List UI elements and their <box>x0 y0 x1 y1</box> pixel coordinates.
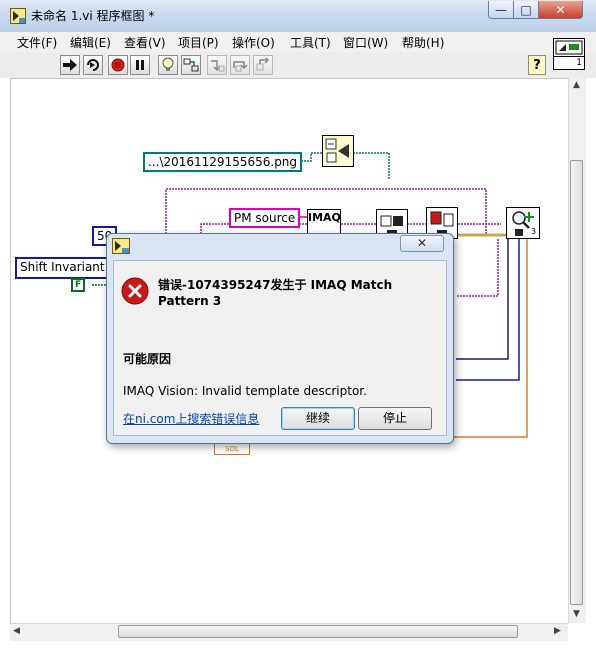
context-help-button[interactable]: ? <box>528 55 546 75</box>
abort-button[interactable] <box>108 55 128 75</box>
vertical-scroll-thumb[interactable] <box>570 160 583 605</box>
orange-wire <box>454 239 528 438</box>
window-title: 未命名 1.vi 程序框图 * <box>31 9 155 23</box>
node-version-label: 3 <box>531 227 537 236</box>
enum-wire <box>456 239 520 381</box>
step-into-icon <box>211 60 225 72</box>
abort-icon <box>111 58 125 72</box>
scroll-up-icon[interactable]: ▲ <box>573 80 580 90</box>
dialog-close-button[interactable]: ✕ <box>400 235 444 252</box>
maximize-button[interactable]: □ <box>513 1 539 19</box>
connector-pane[interactable]: 1 <box>553 56 585 70</box>
path-constant[interactable]: ...\20161129155656.png <box>143 152 303 172</box>
menu-project[interactable]: 项目(P) <box>178 36 219 50</box>
step-over-button[interactable] <box>230 55 250 75</box>
path-constant-value: ...\20161129155656.png <box>148 155 298 169</box>
dark-wire <box>456 239 509 360</box>
error-detail: IMAQ Vision: Invalid template descriptor… <box>123 384 367 398</box>
close-window-button[interactable]: ✕ <box>538 1 583 19</box>
path-wire <box>295 152 390 179</box>
pause-icon <box>136 60 144 70</box>
step-over-icon <box>233 61 248 72</box>
scroll-right-icon[interactable]: ▶ <box>554 626 561 636</box>
image-wire-right <box>456 239 499 297</box>
minimize-button[interactable]: — <box>488 1 514 19</box>
step-out-button[interactable] <box>253 55 273 75</box>
imaq-node-label: IMAQ <box>308 211 341 224</box>
highlight-execution-button[interactable] <box>158 55 178 75</box>
string-constant[interactable]: PM source <box>229 208 301 228</box>
pause-button[interactable] <box>130 55 150 75</box>
orange-subvi-node[interactable]: SOL <box>214 443 250 455</box>
possible-cause-header: 可能原因 <box>123 352 172 366</box>
step-out-icon <box>256 58 270 71</box>
dialog-app-icon <box>112 238 130 254</box>
menu-tools[interactable]: 工具(T) <box>290 36 331 50</box>
menu-view[interactable]: 查看(V) <box>124 36 166 50</box>
imaq-match-pattern-node[interactable]: 3 <box>506 207 540 239</box>
menu-file[interactable]: 文件(F) <box>17 36 58 50</box>
imaq-read-file-node[interactable] <box>322 135 354 167</box>
run-button[interactable] <box>60 55 80 75</box>
read-file-icon <box>325 138 349 163</box>
menu-bar: 文件(F) 编辑(E) 查看(V) 项目(P) 操作(O) 工具(T) 窗口(W… <box>0 32 596 52</box>
menu-operate[interactable]: 操作(O) <box>232 36 275 50</box>
error-icon <box>121 277 149 305</box>
enum-constant[interactable]: Shift Invariant ▼ <box>15 257 121 279</box>
run-continuously-icon <box>87 59 99 71</box>
boolean-constant[interactable]: F <box>71 278 86 292</box>
retain-wire-values-icon <box>183 58 199 72</box>
horizontal-scroll-thumb[interactable] <box>118 625 518 638</box>
labview-vi-icon <box>10 8 26 24</box>
enum-constant-value: Shift Invariant <box>20 260 105 274</box>
menu-help[interactable]: 帮助(H) <box>402 36 445 50</box>
wires-layer <box>92 152 528 438</box>
run-continuously-button[interactable] <box>83 55 103 75</box>
match-pattern-icon <box>512 211 534 236</box>
error-title: 错误-1074395247发生于 IMAQ Match Pattern 3 <box>158 278 393 308</box>
run-icon <box>63 59 77 71</box>
retain-wire-values-button[interactable] <box>181 55 201 75</box>
continue-button[interactable]: 继续 <box>281 407 355 430</box>
step-into-button[interactable] <box>207 55 227 75</box>
highlight-execution-icon <box>162 57 174 71</box>
scroll-down-icon[interactable]: ▼ <box>573 609 580 619</box>
menu-window[interactable]: 窗口(W) <box>343 36 389 50</box>
toolbar: ? <box>0 52 596 78</box>
search-error-link[interactable]: 在ni.com上搜索错误信息 <box>123 412 260 426</box>
vi-icon-graphic <box>555 40 583 55</box>
dialog-body <box>113 260 447 436</box>
scroll-left-icon[interactable]: ◀ <box>13 626 20 636</box>
stop-button[interactable]: 停止 <box>358 407 432 430</box>
menu-edit[interactable]: 编辑(E) <box>70 36 111 50</box>
string-constant-value: PM source <box>234 211 296 225</box>
